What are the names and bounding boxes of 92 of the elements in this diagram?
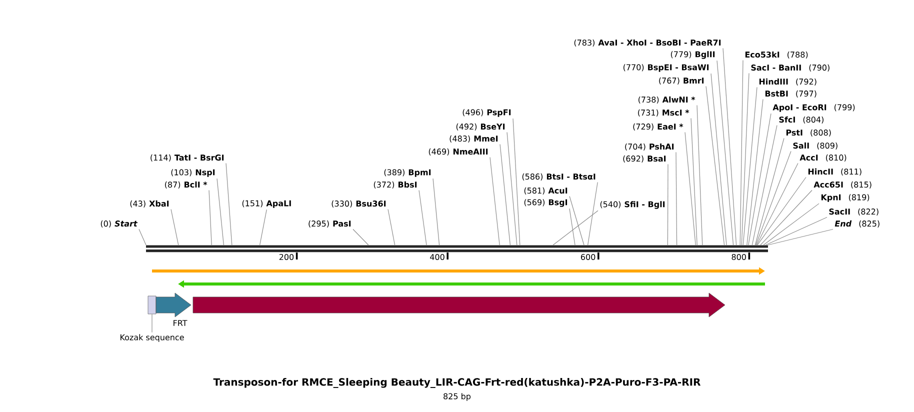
site-label: PstI (808) [786, 129, 831, 137]
leader-line [742, 86, 758, 246]
leader-line [432, 178, 440, 246]
site-label: (692) BsaI [623, 155, 666, 163]
site-label: (729) EaeI * [633, 123, 684, 131]
site-label: (103) NspI [171, 169, 215, 177]
leader-line [763, 203, 820, 246]
site-label: HindIII (792) [759, 78, 816, 86]
site-label: (586) BtsI - BtsαI [522, 173, 596, 181]
leader-line [569, 208, 576, 246]
scale-label: 200 [279, 254, 294, 260]
site-label: (295) PasI [308, 220, 351, 228]
site-label: (330) Bsu36I [332, 200, 386, 208]
leader-line [740, 60, 744, 246]
leader-line [216, 178, 224, 246]
leader-line [138, 228, 146, 246]
feature-label: FRT [174, 320, 188, 326]
leader-line [512, 118, 520, 246]
leader-line [667, 164, 668, 246]
leader-line [706, 86, 725, 246]
scale-label: 800 [732, 254, 746, 260]
leader-line [710, 73, 727, 246]
leader-line [716, 60, 734, 246]
site-label: (389) BpmI [384, 169, 431, 177]
site-label: (767) BmrI [659, 77, 704, 85]
site-label: Eco53kI (788) [745, 51, 808, 59]
leader-line [588, 182, 598, 246]
feature-label: Kozak sequence [120, 334, 184, 342]
site-label: (783) AvaI - XhoI - BsoBI - PaeR7I [574, 39, 721, 47]
site-label: HincII (811) [808, 168, 862, 176]
site-label: (114) TatI - BsrGI [150, 154, 224, 162]
leader-line [754, 138, 784, 246]
leader-line [506, 132, 518, 246]
leader-line [260, 209, 267, 246]
feature-box [148, 296, 156, 314]
leader-line [490, 156, 500, 246]
gene-feature [192, 292, 726, 318]
leader-line [696, 104, 703, 246]
leader-line [352, 228, 369, 246]
site-label: (492) BseYI [456, 123, 505, 131]
leader-line [722, 48, 737, 246]
leader-line [552, 210, 598, 246]
site-label: (738) AlwNI * [638, 96, 696, 104]
leader-line [690, 118, 698, 246]
leader-line [208, 190, 212, 246]
site-label: Acc65I (815) [814, 181, 872, 189]
leader-line [760, 190, 812, 246]
leader-line [748, 113, 772, 246]
site-label: (87) BclI * [165, 181, 208, 189]
site-label: SacI - BanII (790) [751, 64, 830, 72]
site-label: (569) BsgI [524, 199, 568, 207]
leader-line [388, 208, 396, 246]
leader-line [756, 162, 798, 246]
site-label: End (825) [834, 220, 880, 228]
leader-line [756, 150, 792, 246]
leader-line [741, 72, 750, 246]
leader-line [500, 144, 510, 246]
site-label: SalI (809) [793, 142, 838, 150]
site-label: KpnI (819) [821, 194, 870, 202]
site-label: (469) NmeAIII [428, 148, 488, 156]
leader-line [765, 216, 828, 246]
site-label: SacII (822) [829, 208, 878, 216]
site-label: (372) BbsI [374, 181, 417, 189]
site-label: BstBI (797) [765, 90, 816, 98]
leader-line [746, 98, 764, 246]
site-label: (483) MmeI [450, 135, 498, 143]
site-label: ApoI - EcoRI (799) [772, 104, 855, 112]
leader-line [170, 208, 179, 246]
site-label: AccI (810) [800, 154, 846, 162]
scale-label: 600 [581, 254, 596, 260]
site-label: (540) SfiI - BglI [600, 201, 665, 209]
site-label: (496) PspFI [462, 109, 511, 117]
leader-line [226, 162, 232, 246]
site-label: (581) AcuI [524, 187, 568, 195]
site-label: (43) XbaI [130, 200, 169, 208]
leader-line [569, 196, 584, 246]
site-label: (0) Start [100, 220, 138, 228]
leader-line [757, 176, 806, 246]
leader-line [684, 132, 696, 246]
map-title: Transposon-for RMCE_Sleeping Beauty_LIR-CAG-Frt-red(katushka)-P2A-Puro-F3-PA-RIR [213, 378, 701, 388]
scale-label: 400 [430, 254, 444, 260]
leader-line [676, 152, 678, 246]
site-label: (770) BspEI - BsaWI [624, 64, 709, 72]
map-caption: 825 bp [444, 393, 471, 401]
leader-line [752, 124, 778, 246]
site-label: (731) MscI * [638, 109, 690, 117]
site-label: (704) PshAI [625, 143, 674, 151]
site-label: SfcI (804) [779, 116, 824, 124]
site-label: (779) BglII [670, 51, 715, 59]
leader-line [418, 190, 427, 246]
site-label: (151) ApaLI [242, 200, 291, 208]
leader-line [768, 228, 834, 246]
